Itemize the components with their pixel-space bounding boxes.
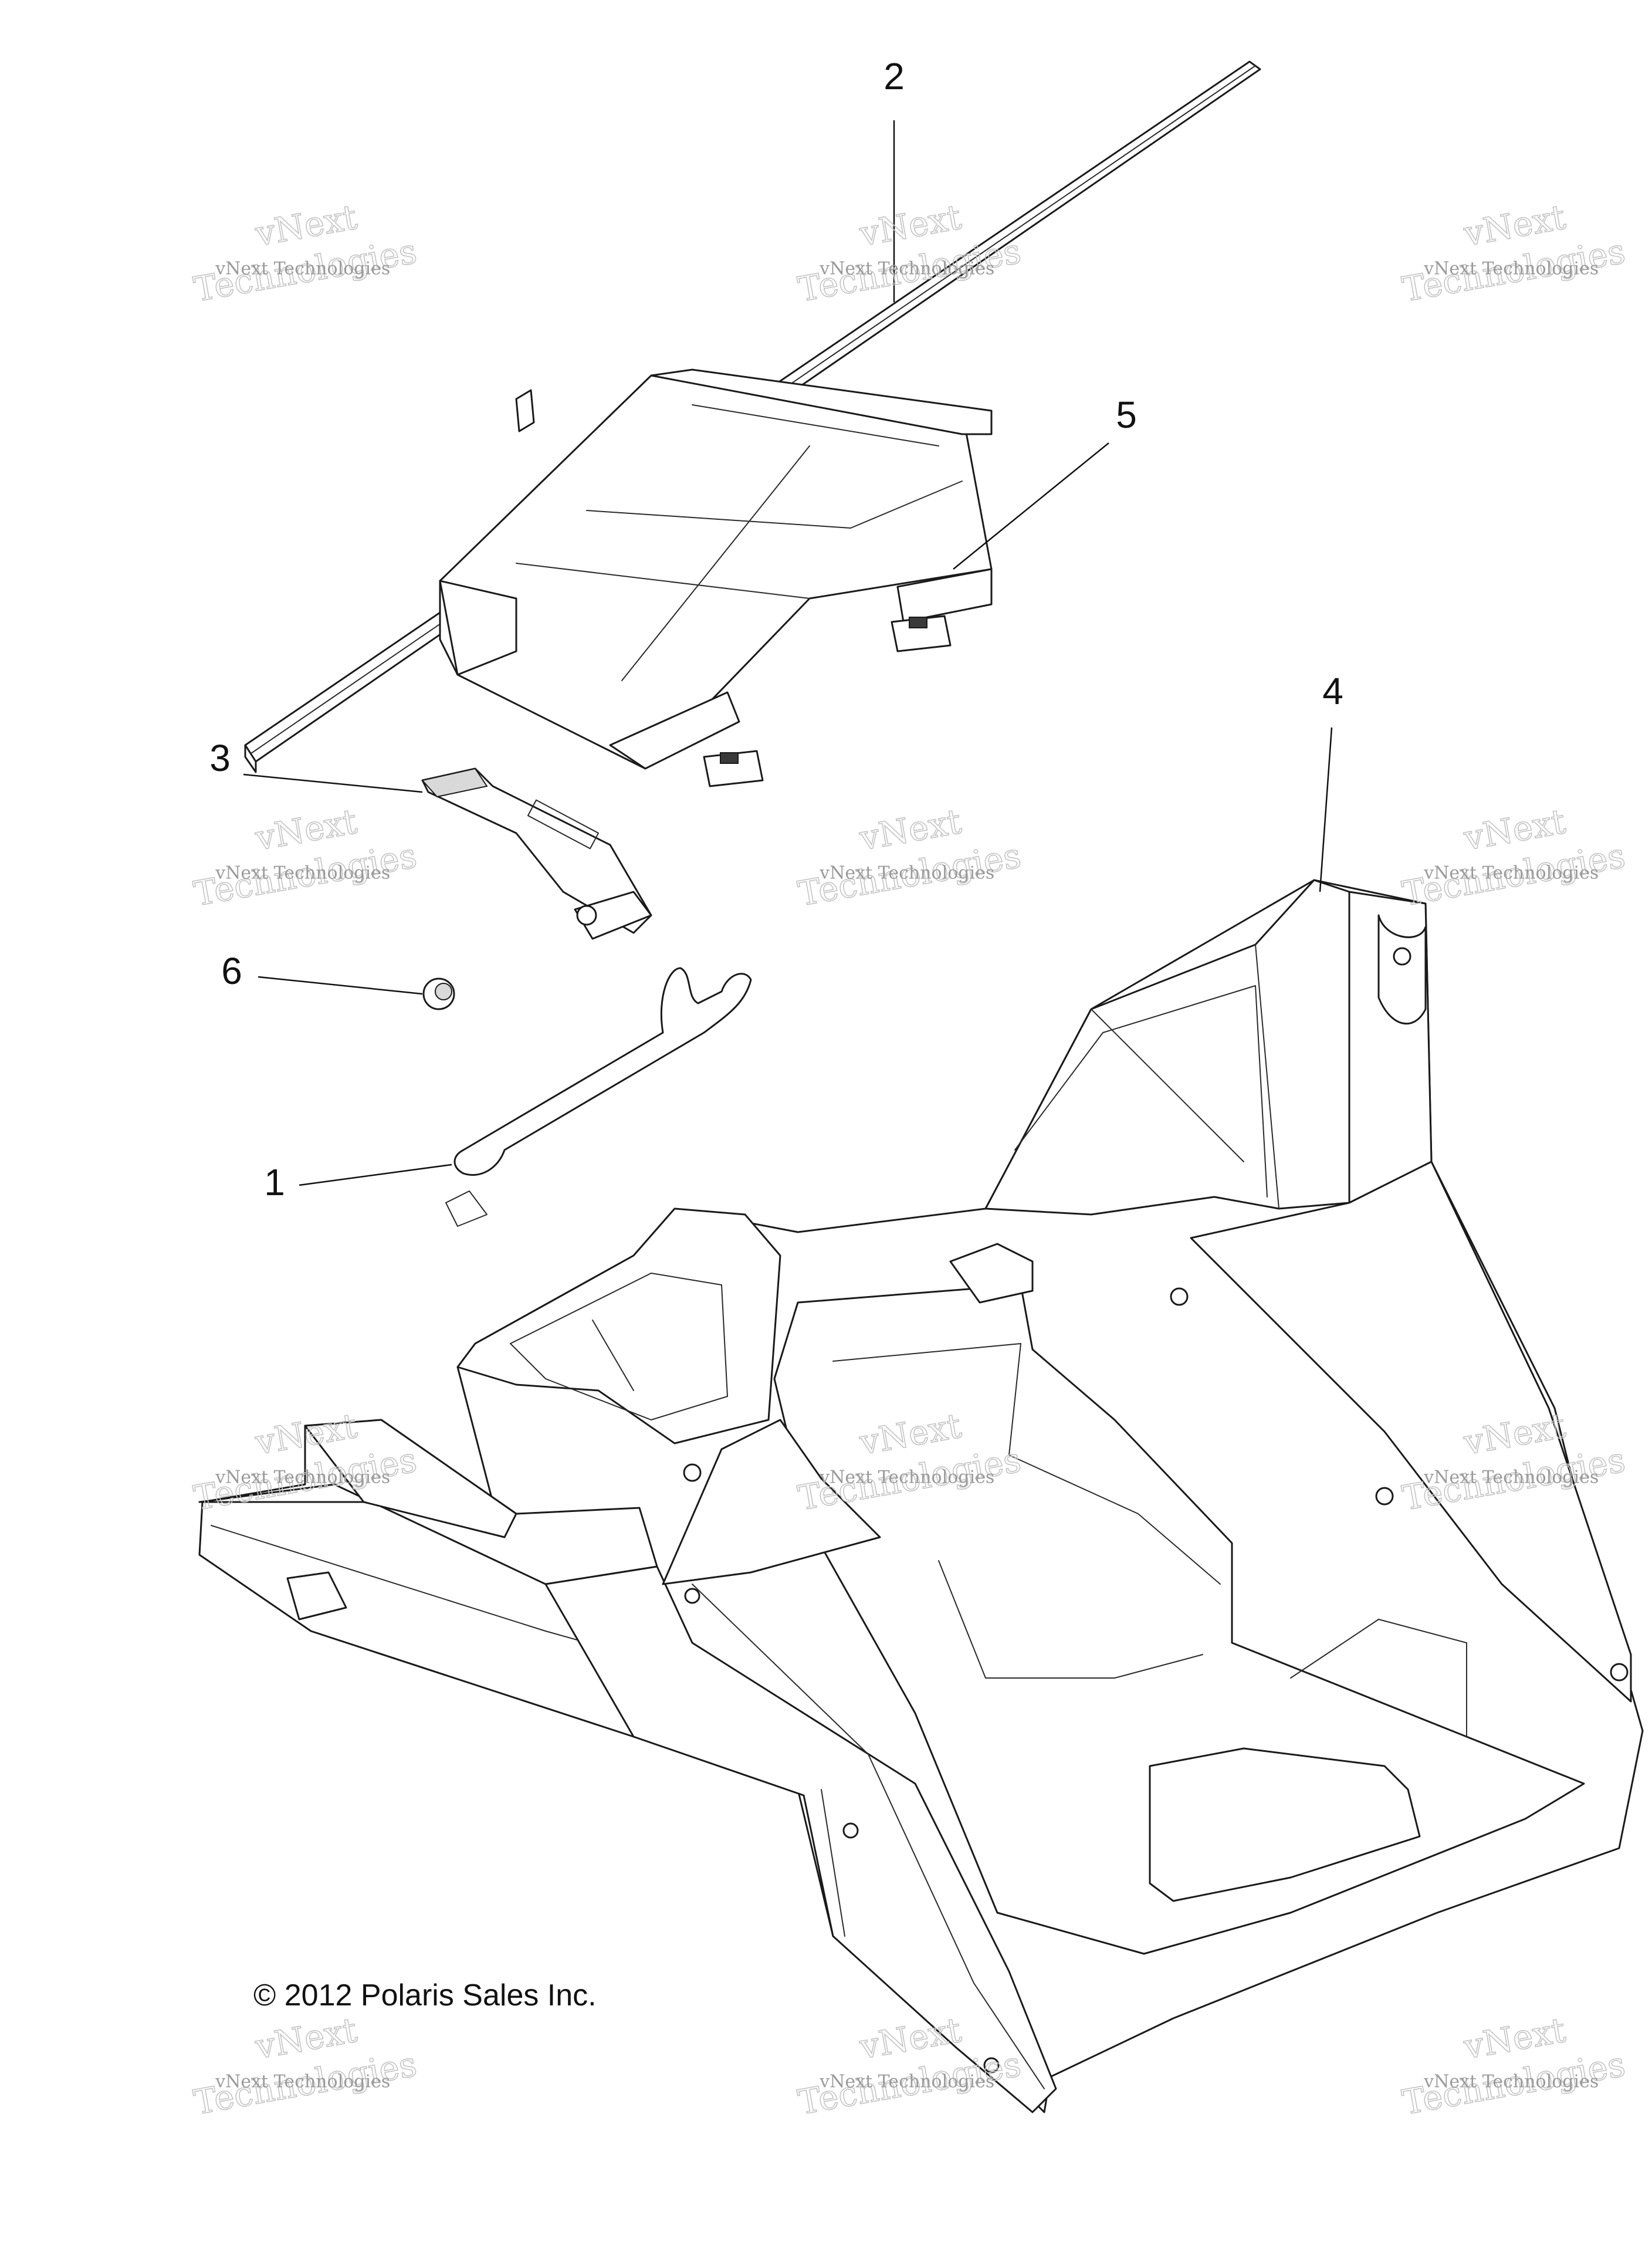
- part-4-floor-body: [198, 879, 1644, 2113]
- callout-6: 6: [221, 950, 242, 992]
- leader-lines: [243, 120, 1333, 1186]
- part-5-cover-panel: [439, 368, 993, 787]
- watermark-caption: vNext Technologies: [215, 1467, 390, 1487]
- watermark-caption: vNext Technologies: [819, 2071, 994, 2092]
- watermark-mid-right: vNext Technologies vNext Technologies: [1399, 801, 1629, 914]
- part-3-latch: [421, 767, 652, 940]
- watermark-caption: vNext Technologies: [1423, 862, 1599, 883]
- watermark-caption: vNext Technologies: [215, 2071, 390, 2092]
- watermark-caption: vNext Technologies: [819, 1467, 994, 1487]
- watermark-mid-left: vNext Technologies vNext Technologies: [191, 801, 420, 914]
- watermark-caption: vNext Technologies: [819, 862, 994, 883]
- watermark-low-left: vNext Technologies vNext Technologies: [191, 1405, 420, 1518]
- leader-1: [299, 1163, 452, 1186]
- callout-5: 5: [1116, 394, 1137, 436]
- watermark-top-right: vNext Technologies vNext Technologies: [1399, 197, 1629, 310]
- leader-3: [243, 773, 423, 793]
- callout-1: 1: [264, 1161, 285, 1203]
- watermark-bottom-left: vNext Technologies vNext Technologies: [191, 2010, 420, 2123]
- watermark-caption: vNext Technologies: [1423, 1467, 1599, 1487]
- watermark-caption: vNext Technologies: [1423, 2071, 1599, 2092]
- watermark-caption: vNext Technologies: [819, 258, 994, 279]
- callout-numbers: 2 5 3 4 6 1: [209, 55, 1343, 1203]
- leader-6: [258, 976, 423, 995]
- watermark-top-left: vNext Technologies vNext Technologies: [191, 197, 420, 310]
- watermark-top-center: vNext Technologies vNext Technologies: [795, 197, 1024, 310]
- leader-5: [953, 442, 1109, 570]
- callout-3: 3: [209, 737, 231, 779]
- part-6-fastener: [422, 977, 455, 1010]
- watermark-caption: vNext Technologies: [215, 258, 390, 279]
- watermark-caption: vNext Technologies: [1423, 258, 1599, 279]
- watermark-mid-center: vNext Technologies vNext Technologies: [795, 801, 1024, 914]
- callout-2: 2: [883, 55, 905, 97]
- watermark-bottom-right: vNext Technologies vNext Technologies: [1399, 2010, 1629, 2123]
- leader-4: [1319, 727, 1333, 892]
- copyright-notice: © 2012 Polaris Sales Inc.: [253, 1978, 597, 2012]
- part-1-bracket: [445, 967, 752, 1227]
- watermark-caption: vNext Technologies: [215, 862, 390, 883]
- callout-4: 4: [1322, 670, 1343, 712]
